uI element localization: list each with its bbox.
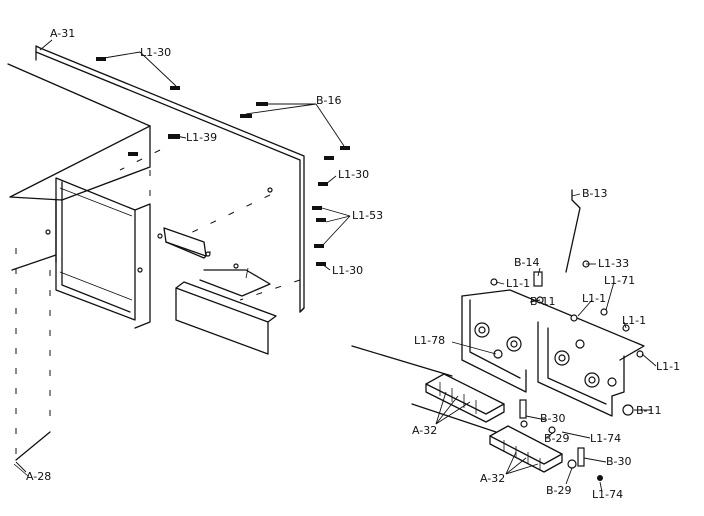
label-l1-1-c: L1-1 xyxy=(622,314,646,327)
mechanism-assembly xyxy=(351,189,645,433)
label-b29-lower: B-29 xyxy=(546,484,572,497)
screw-icon xyxy=(314,244,324,248)
rail-parts-a32 xyxy=(425,373,603,481)
mounting-frame xyxy=(45,177,151,329)
label-a32-lower: A-32 xyxy=(480,472,505,485)
label-l1-78: L1-78 xyxy=(414,334,445,347)
back-panel-a31 xyxy=(35,45,305,313)
label-b16: B-16 xyxy=(316,94,342,107)
label-l1-30-mid: L1-30 xyxy=(338,168,369,181)
label-b11-upper: B-11 xyxy=(530,295,556,308)
label-l1-30-low: L1-30 xyxy=(332,264,363,277)
label-a31: A-31 xyxy=(50,27,75,40)
cabinet-a28 xyxy=(7,63,151,477)
screw-icon xyxy=(340,146,350,150)
label-l1-1-a: L1-1 xyxy=(506,277,530,290)
part-labels: A-31 L1-30 B-16 L1-39 L1-30 L1-53 L1-30 … xyxy=(26,27,680,501)
screw-icon xyxy=(240,114,252,118)
label-a28: A-28 xyxy=(26,470,51,483)
screw-icon xyxy=(312,206,322,210)
label-l1-74-upper: L1-74 xyxy=(590,432,621,445)
label-b14: B-14 xyxy=(514,256,540,269)
screw-icon xyxy=(96,57,106,61)
label-l1-1-b: L1-1 xyxy=(582,292,606,305)
label-l1-33: L1-33 xyxy=(598,257,629,270)
label-l1-53: L1-53 xyxy=(352,209,383,222)
leader-lines xyxy=(15,39,657,493)
screw-icon xyxy=(318,182,328,186)
label-b11-right: B-11 xyxy=(636,404,662,417)
screws-left xyxy=(96,57,350,266)
label-a32-upper: A-32 xyxy=(412,424,437,437)
label-b30-upper: B-30 xyxy=(540,412,566,425)
screw-icon xyxy=(316,262,326,266)
screw-icon xyxy=(256,102,268,106)
lower-plate xyxy=(175,263,277,355)
label-l1-1-d: L1-1 xyxy=(656,360,680,373)
label-l1-30-top: L1-30 xyxy=(140,46,171,59)
label-b29-upper: B-29 xyxy=(544,432,570,445)
label-b13: B-13 xyxy=(582,187,608,200)
label-l1-74-lower: L1-74 xyxy=(592,488,623,501)
screw-icon xyxy=(170,86,180,90)
screw-icon xyxy=(128,152,138,156)
screw-icon xyxy=(316,218,326,222)
screw-icon xyxy=(168,134,180,139)
screw-icon xyxy=(324,156,334,160)
small-bracket xyxy=(157,227,211,259)
label-b30-lower: B-30 xyxy=(606,455,632,468)
label-l1-39: L1-39 xyxy=(186,131,217,144)
label-l1-71: L1-71 xyxy=(604,274,635,287)
